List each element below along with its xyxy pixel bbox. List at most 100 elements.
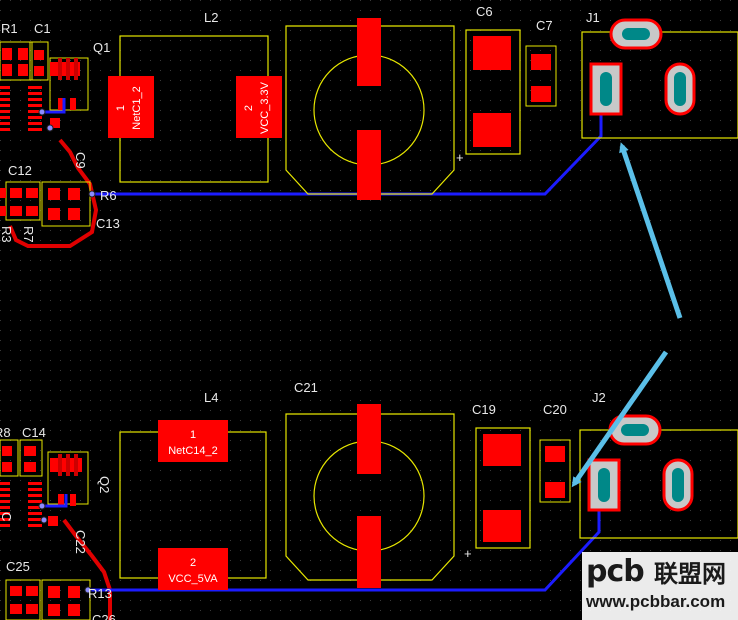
via[interactable]: [84, 586, 92, 594]
c1-pad[interactable]: [34, 50, 44, 60]
via[interactable]: [38, 502, 46, 510]
c12-pad[interactable]: [26, 206, 38, 216]
c6-pad[interactable]: [473, 113, 511, 147]
bottom-left-cluster: [0, 439, 112, 620]
j2-slot: [672, 468, 684, 502]
q1-pads[interactable]: [50, 58, 80, 128]
c12-pad[interactable]: [26, 188, 38, 198]
c6-capacitor[interactable]: +: [456, 29, 521, 165]
label-c21: C21: [294, 380, 318, 395]
blue-trace[interactable]: [42, 98, 66, 114]
c6-outline: [465, 29, 521, 155]
c13-pad[interactable]: [48, 188, 60, 200]
c19-pad[interactable]: [483, 510, 521, 542]
r1-pad[interactable]: [18, 64, 28, 76]
label-r1: R1: [1, 21, 18, 36]
watermark-url: www.pcbbar.com: [586, 592, 726, 611]
j2-connector[interactable]: [579, 414, 738, 539]
blue-trace[interactable]: [42, 494, 68, 508]
c20-capacitor[interactable]: [539, 439, 571, 503]
cap-pad-top[interactable]: [357, 404, 381, 474]
c25-pad[interactable]: [10, 586, 22, 596]
l4-pad1-number: 1: [190, 429, 196, 441]
c25-pad[interactable]: [10, 604, 22, 614]
c20-pad[interactable]: [545, 446, 565, 462]
c26-pad[interactable]: [48, 586, 60, 598]
c13-pad[interactable]: [68, 188, 80, 200]
l2-pad-1[interactable]: [108, 76, 154, 138]
c12-outline: [5, 181, 41, 221]
power-trace-bottom[interactable]: [88, 508, 601, 592]
via[interactable]: [46, 124, 54, 132]
l4-pad1-net: NetC14_2: [168, 445, 218, 457]
via[interactable]: [38, 108, 46, 116]
c7-outline: [525, 45, 557, 107]
r3-pad[interactable]: [0, 188, 6, 198]
label-l2: L2: [204, 10, 218, 25]
c13-pad[interactable]: [68, 208, 80, 220]
label-r7: R7: [21, 226, 36, 243]
c20-pad[interactable]: [545, 482, 565, 498]
label-c-partial: C: [0, 512, 14, 521]
watermark-logo: pcb: [586, 554, 645, 589]
j1-connector[interactable]: [581, 18, 738, 139]
r8-pad[interactable]: [2, 462, 12, 472]
aux-trace[interactable]: [8, 138, 99, 248]
label-c12: C12: [8, 163, 32, 178]
c26-pad[interactable]: [68, 586, 80, 598]
c14-pad[interactable]: [24, 446, 36, 456]
l4-pad-1[interactable]: [158, 420, 228, 462]
r1-pad[interactable]: [2, 64, 12, 76]
label-r8: R8: [0, 425, 11, 440]
c1-pad[interactable]: [34, 66, 44, 76]
c14-outline: [19, 439, 43, 477]
label-q2: Q2: [97, 476, 112, 493]
cap-pad-bottom[interactable]: [357, 516, 381, 588]
r1-pad[interactable]: [2, 48, 12, 60]
label-c22: C22: [73, 530, 88, 554]
r3-pad[interactable]: [0, 206, 6, 216]
l2-pad-2[interactable]: [236, 76, 282, 138]
c25-pad[interactable]: [26, 586, 38, 596]
l2-pad1-number: 1: [115, 105, 127, 111]
label-c6: C6: [476, 4, 493, 19]
j1-slot: [622, 28, 650, 40]
c26-pad[interactable]: [48, 604, 60, 616]
label-q1: Q1: [93, 40, 110, 55]
c7-pad[interactable]: [531, 86, 551, 102]
c25-pad[interactable]: [26, 604, 38, 614]
label-r6: R6: [100, 188, 117, 203]
r1-pad[interactable]: [18, 48, 28, 60]
c21-electrolytic-cap[interactable]: [285, 404, 455, 588]
c26-pad[interactable]: [68, 604, 80, 616]
cap-outline: [285, 25, 455, 195]
ic-pins: [0, 482, 42, 527]
l2-inductor[interactable]: 1 NetC1_2 2 VCC_3.3V: [108, 35, 282, 183]
l4-pad-2[interactable]: [158, 548, 228, 590]
cap-pad-top[interactable]: [357, 18, 381, 86]
annotation-arrow: [571, 350, 669, 488]
via[interactable]: [40, 516, 48, 524]
c12-pad[interactable]: [10, 206, 22, 216]
cap-pad-bottom[interactable]: [357, 130, 381, 200]
c19-pad[interactable]: [483, 434, 521, 466]
c13-pad[interactable]: [48, 208, 60, 220]
r8-pad[interactable]: [2, 446, 12, 456]
label-c1: C1: [34, 21, 51, 36]
c12-pad[interactable]: [10, 188, 22, 198]
c14-pad[interactable]: [24, 462, 36, 472]
c7-pad[interactable]: [531, 54, 551, 70]
aux-trace[interactable]: [62, 518, 112, 620]
l2-pad2-number: 2: [243, 105, 255, 111]
c19-capacitor[interactable]: +: [464, 427, 531, 561]
via[interactable]: [88, 190, 96, 198]
j1-slot: [600, 72, 612, 106]
l4-pad2-net: VCC_5VA: [168, 573, 218, 585]
watermark: pcb 联盟网 www.pcbbar.com: [582, 552, 738, 620]
electrolytic-cap-top[interactable]: [285, 18, 455, 200]
q2-pads[interactable]: [48, 454, 82, 526]
l4-inductor[interactable]: 1 NetC14_2 2 VCC_5VA: [119, 420, 267, 590]
c7-capacitor[interactable]: [525, 45, 557, 107]
c6-pad[interactable]: [473, 36, 511, 70]
